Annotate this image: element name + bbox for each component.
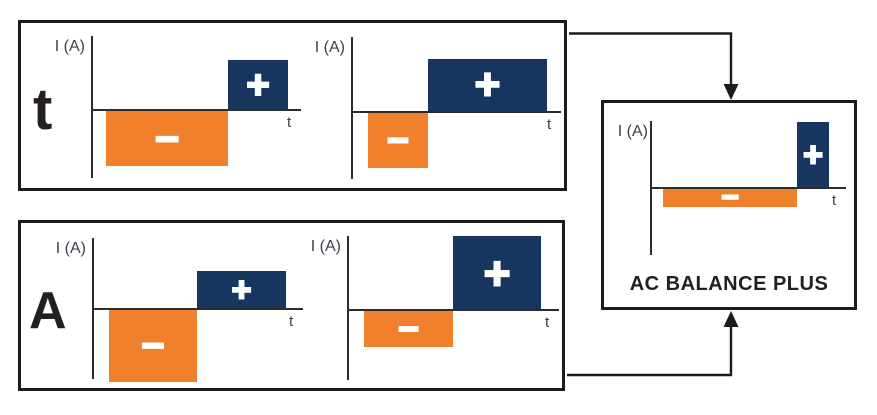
positive-pulse-block: +: [428, 59, 547, 111]
plus-symbol: +: [245, 62, 270, 107]
plus-symbol: +: [802, 135, 824, 174]
x-axis-line: [351, 111, 561, 113]
negative-pulse-block: −: [364, 308, 453, 349]
positive-pulse-block: +: [797, 122, 829, 187]
positive-pulse-block: +: [228, 60, 288, 109]
x-axis-line: [347, 309, 559, 311]
waveform-chart-amplitude-left: I (A) − + t: [21, 223, 562, 388]
x-axis-label: t: [545, 314, 550, 331]
arrow-time-to-result: [569, 32, 739, 100]
waveform-chart-time-left: I (A) − + t: [21, 23, 564, 188]
y-axis-label: I (A): [310, 238, 341, 255]
minus-symbol: −: [154, 114, 180, 162]
waveform-chart-time-right: I (A) − + t: [21, 23, 564, 188]
plus-symbol: +: [483, 246, 512, 299]
x-axis-label: t: [287, 114, 292, 131]
x-axis-label: t: [547, 116, 552, 133]
x-axis-label: t: [832, 192, 837, 209]
negative-pulse-block: −: [368, 113, 428, 168]
amplitude-balance-panel: A I (A) − + t I (A) − + t: [18, 220, 565, 391]
x-axis-line: [650, 187, 846, 189]
minus-symbol: −: [720, 181, 739, 214]
negative-pulse-block: −: [106, 111, 228, 166]
positive-pulse-block: +: [453, 236, 541, 309]
negative-pulse-block: −: [663, 182, 797, 214]
minus-symbol: −: [397, 308, 420, 349]
y-axis-label: I (A): [617, 123, 648, 140]
waveform-chart-result: I (A) − + t: [604, 103, 854, 307]
time-balance-panel: t I (A) − + t I (A) − + t: [18, 20, 567, 191]
y-axis-line: [347, 236, 349, 380]
y-axis-label: I (A): [55, 240, 86, 257]
plus-symbol: +: [231, 270, 253, 309]
y-axis-label: I (A): [54, 38, 85, 55]
negative-pulse-block: −: [109, 310, 197, 382]
y-axis-line: [91, 36, 93, 178]
amplitude-panel-label: A: [29, 282, 67, 340]
y-axis-line: [351, 37, 353, 179]
positive-pulse-block: +: [197, 271, 286, 308]
plus-symbol: +: [474, 60, 502, 109]
y-axis-label: I (A): [314, 39, 345, 56]
minus-symbol: −: [140, 324, 165, 368]
time-panel-label: t: [33, 77, 53, 142]
x-axis-label: t: [289, 313, 294, 330]
minus-symbol: −: [386, 119, 410, 162]
x-axis-line: [91, 109, 301, 111]
ac-balance-plus-title: AC BALANCE PLUS: [629, 273, 829, 295]
x-axis-line: [92, 308, 303, 310]
ac-balance-plus-panel: I (A) − + t AC BALANCE PLUS: [601, 100, 857, 310]
arrow-amplitude-to-result: [567, 311, 739, 377]
waveform-chart-amplitude-right: I (A) − + t: [21, 223, 562, 388]
